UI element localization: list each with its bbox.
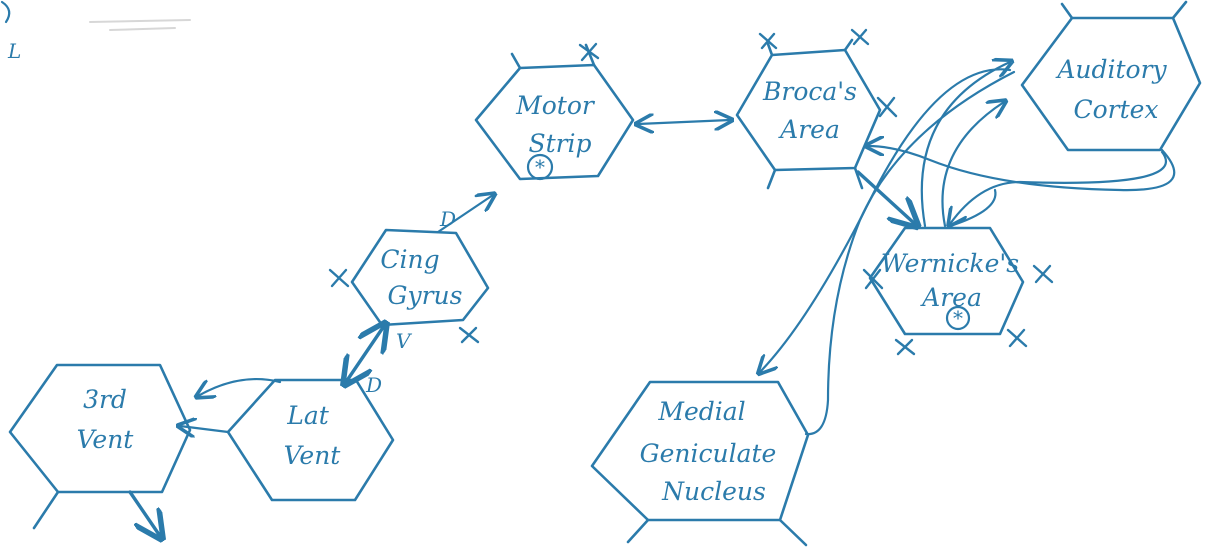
wernickes-area-label-1: Wernicke's [881, 249, 1019, 278]
brocas-area-label-1: Broca's [762, 77, 857, 106]
lat-vent-node: Lat Vent [226, 378, 395, 502]
motor-strip-label-1: Motor [515, 91, 596, 120]
brocas-area-label-2: Area [778, 115, 840, 144]
auditory-cortex-label-2: Cortex [1073, 95, 1158, 124]
third-vent-label-1: 3rd [83, 385, 127, 414]
corner-mark: L [7, 39, 21, 63]
corner-arc [0, 0, 11, 24]
third-vent-node: 3rd Vent [8, 363, 192, 530]
third-vent-label-2: Vent [77, 425, 135, 454]
cing-gyrus-label-2: Gyrus [388, 281, 463, 310]
medial-geniculate-label-2: Geniculate [640, 439, 777, 468]
brocas-area-node: Broca's Area [735, 38, 882, 190]
cing-gyrus-label-1: Cing [380, 245, 439, 274]
medial-geniculate-node: Medial Geniculate Nucleus [590, 380, 810, 547]
soma-marker: * [535, 155, 545, 179]
cing-top-label: D [439, 207, 456, 231]
cing-bottom-label: V [396, 329, 413, 353]
cing-gyrus-node: Cing Gyrus [350, 228, 490, 327]
lat-vent-top-label: D [365, 373, 382, 397]
auditory-cortex-node: Auditory Cortex [1020, 0, 1202, 152]
lat-vent-label-1: Lat [286, 401, 330, 430]
paper-smudge [89, 19, 191, 23]
connections [128, 62, 1176, 536]
auditory-cortex-label-1: Auditory [1055, 55, 1167, 84]
wernickes-area-label-2: Area [920, 283, 982, 312]
soma-marker [945, 305, 971, 331]
lat-vent-label-2: Vent [284, 441, 342, 470]
wernickes-area-node: Wernicke's Area * [868, 226, 1025, 336]
motor-strip-label-2: Strip [528, 129, 591, 158]
soma-marker [526, 153, 554, 181]
medial-geniculate-label-1: Medial [657, 397, 745, 426]
soma-marker: * [953, 306, 963, 330]
motor-strip-node: * Motor Strip [474, 43, 635, 181]
paper-smudge [109, 27, 176, 31]
medial-geniculate-label-3: Nucleus [661, 477, 766, 506]
terminal-x-marks [328, 28, 1054, 356]
